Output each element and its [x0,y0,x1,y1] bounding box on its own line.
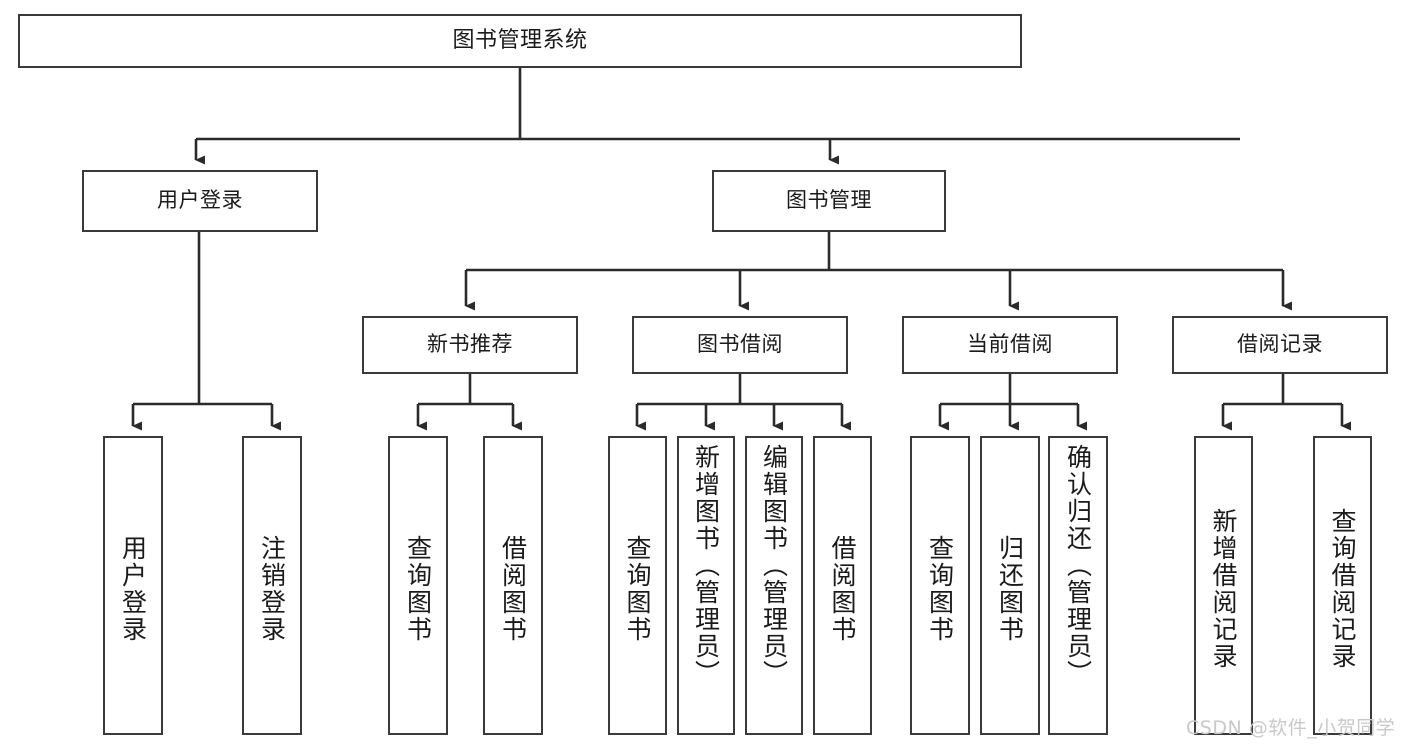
leaf-book-borrow-edit[interactable]: 编辑图书（管理员） [745,436,803,735]
node-label: 确认归还（管理员） [1063,444,1093,687]
node-label: 查询图书 [403,534,433,643]
node-label: 图书借阅 [697,332,783,357]
leaf-new-book-borrow[interactable]: 借阅图书 [483,436,543,735]
node-label: 图书管理 [786,188,872,213]
leaf-borrow-record-query[interactable]: 查询借阅记录 [1313,436,1372,735]
leaf-current-borrow-return[interactable]: 归还图书 [980,436,1040,735]
node-label: 当前借阅 [967,332,1053,357]
node-label: 注销登录 [257,534,287,643]
node-label: 借阅图书 [828,534,857,643]
node-root-system[interactable]: 图书管理系统 [18,14,1022,68]
leaf-user-login-logout[interactable]: 注销登录 [242,436,302,735]
node-label: 归还图书 [995,534,1025,643]
node-borrow-record[interactable]: 借阅记录 [1172,316,1388,374]
node-label: 用户登录 [157,188,243,213]
leaf-user-login-login[interactable]: 用户登录 [103,436,163,735]
node-label: 查询图书 [925,534,955,643]
node-label: 查询图书 [623,534,652,643]
leaf-book-borrow-add[interactable]: 新增图书（管理员） [677,436,735,735]
leaf-borrow-record-add[interactable]: 新增借阅记录 [1194,436,1253,735]
node-label: 查询借阅记录 [1328,507,1357,670]
node-label: 借阅图书 [498,534,528,643]
node-book-management[interactable]: 图书管理 [712,170,946,232]
node-label: 新增借阅记录 [1209,507,1238,670]
node-new-book-recommend[interactable]: 新书推荐 [362,316,578,374]
node-book-borrow[interactable]: 图书借阅 [632,316,848,374]
node-label: 编辑图书（管理员） [759,444,789,687]
node-label: 新增图书（管理员） [691,444,721,687]
node-label: 新书推荐 [427,332,513,357]
node-user-login[interactable]: 用户登录 [82,170,318,232]
node-label: 图书管理系统 [452,27,588,53]
leaf-book-borrow-query[interactable]: 查询图书 [608,436,667,735]
leaf-current-borrow-query[interactable]: 查询图书 [910,436,970,735]
node-label: 借阅记录 [1237,332,1323,357]
leaf-current-borrow-confirm-return[interactable]: 确认归还（管理员） [1048,436,1108,735]
csdn-watermark: CSDN @软件_小贺同学 [1186,717,1396,739]
node-current-borrow[interactable]: 当前借阅 [902,316,1118,374]
leaf-book-borrow-borrow[interactable]: 借阅图书 [813,436,872,735]
node-label: 用户登录 [118,534,148,643]
leaf-new-book-query[interactable]: 查询图书 [388,436,448,735]
